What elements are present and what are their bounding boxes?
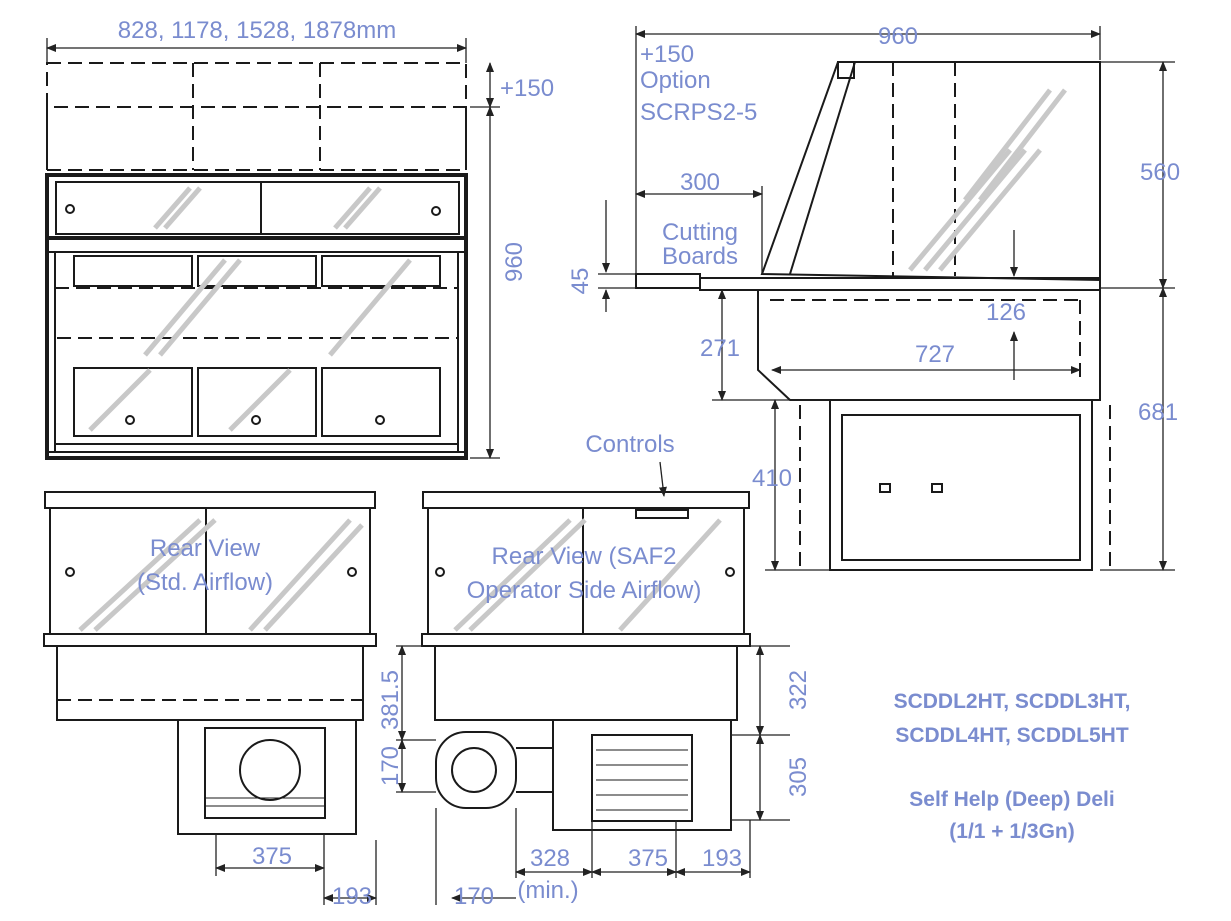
side-option-code: SCRPS2-5 [640,99,757,126]
rear-saf2-glass [427,507,745,635]
rear-std-title-1: Rear View [150,535,261,562]
side-option-word: Option [640,67,711,94]
rear-view-std: Rear View (Std. Airflow) 375 193 [43,491,377,910]
rear-std-refrigeration-unit [177,719,357,835]
rear-std-unit-offset: 193 [332,883,372,910]
rear-saf2-refrigeration-unit [552,719,732,831]
tub-depth-label: 271 [700,335,740,362]
model-info: SCDDL2HT, SCDDL3HT, SCDDL4HT, SCDDL5HT S… [894,690,1131,843]
canopy-height-label: 560 [1140,159,1180,186]
front-sneeze-glass [54,287,459,339]
rear-saf2-title-2: Operator Side Airflow) [467,577,702,604]
front-cabinet [45,173,468,460]
fan-width-label: 170 [454,883,494,910]
base-height-label: 681 [1138,399,1178,426]
fan-offset-label: 381.5 [377,670,404,730]
canopy-option-outline [46,62,467,108]
board-height-label: 45 [567,268,594,295]
cutting-board-depth-label: 300 [680,169,720,196]
side-depth-label: 960 [878,23,918,50]
rear-std-title-2: (Std. Airflow) [137,569,273,596]
cutting-boards-label-2: Boards [662,243,738,270]
gap-note-label: (min.) [517,877,578,904]
fan-height-label: 170 [377,746,404,786]
gap-label: 328 [530,845,570,872]
saf2-fan-housing [435,731,517,809]
side-option-plus150: +150 [640,41,694,68]
plinth-height-label: 410 [752,465,792,492]
rear-view-saf2: Controls Rear View (SAF2 Operator Side A… [377,431,812,910]
rear-std-unit-width: 375 [252,843,292,870]
model-codes-line-2: SCDDL4HT, SCDDL5HT [895,724,1129,747]
cutting-boards-label-1: Cutting [662,219,738,246]
side-plinth [829,399,1093,571]
well-height-label: 126 [986,299,1026,326]
product-capacity: (1/1 + 1/3Gn) [949,820,1074,843]
saf2-unit-offset-label: 193 [702,845,742,872]
side-view: 960 +150 Option SCRPS2-5 300 Cutting Boa… [567,23,1180,571]
fan-icon [239,739,301,801]
front-view: 828, 1178, 1528, 1878mm +150 960 [45,17,554,460]
front-height-label: 960 [501,242,528,282]
unit-height-label: 305 [785,757,812,797]
model-codes-line-1: SCDDL2HT, SCDDL3HT, [894,690,1131,713]
well-width-label: 727 [915,341,955,368]
product-description: Self Help (Deep) Deli [909,788,1114,811]
controls-label: Controls [585,431,674,458]
front-canopy-option-label: +150 [500,75,554,102]
cutting-board [635,273,701,289]
controls-panel [635,509,689,519]
saf2-unit-width-label: 375 [628,845,668,872]
rear-saf2-title-1: Rear View (SAF2 [492,543,677,570]
tub-height-label: 322 [785,670,812,710]
front-width-label: 828, 1178, 1528, 1878mm [118,17,396,44]
